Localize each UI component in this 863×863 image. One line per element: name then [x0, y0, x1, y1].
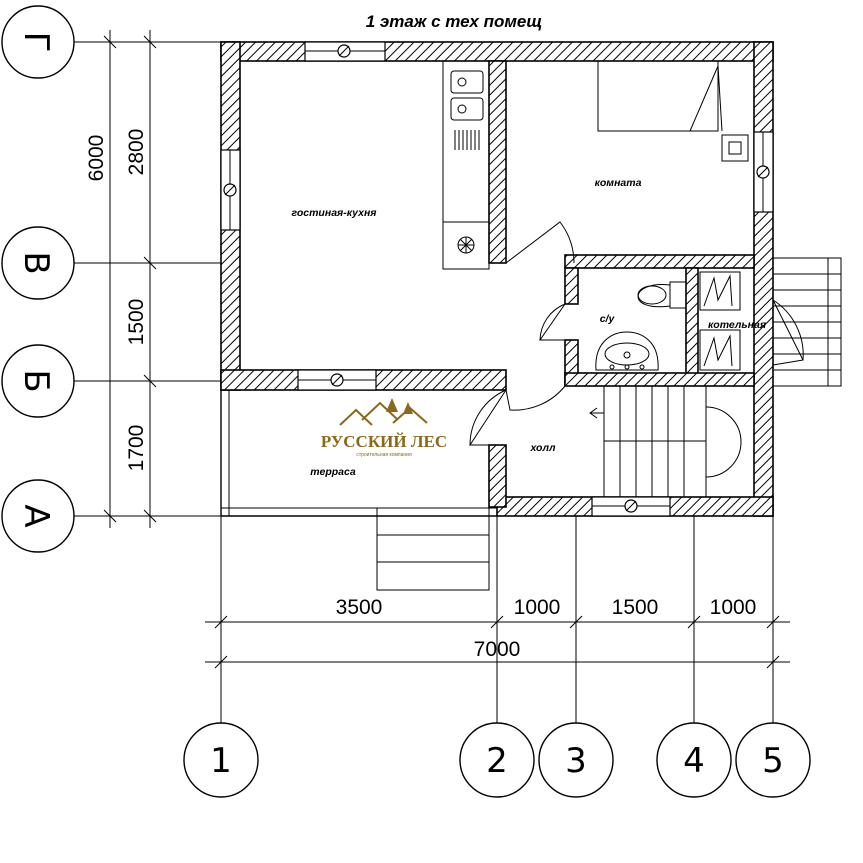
axis-label-v: В — [16, 251, 56, 274]
dim-horizontal-total: 7000 — [474, 638, 521, 661]
axis-label-a: А — [16, 504, 56, 527]
interior-staircase — [589, 385, 742, 498]
dim-vertical-2800: 2800 — [125, 129, 148, 176]
dim-horizontal-3500: 3500 — [336, 596, 383, 619]
bathroom-fixtures — [595, 281, 687, 371]
windows — [220, 41, 774, 517]
kitchen-counter — [442, 60, 490, 270]
axis-label-b: Б — [16, 369, 56, 392]
dim-horizontal-1500: 1500 — [612, 596, 659, 619]
outside-stair — [772, 257, 842, 387]
column-axes — [183, 516, 811, 798]
room-label-living-kitchen: гостиная-кухня — [292, 207, 377, 219]
room-label-hall: холл — [529, 442, 556, 454]
dim-horizontal-1000-a: 1000 — [514, 596, 561, 619]
dim-vertical-total: 6000 — [85, 135, 108, 182]
room-label-bedroom: комната — [595, 177, 642, 189]
axis-label-2: 2 — [486, 741, 508, 781]
company-logo: РУССКИЙ ЛЕС строительная компания — [321, 398, 447, 458]
logo-name: РУССКИЙ ЛЕС — [321, 432, 447, 451]
row-axes: Г В Б А — [1, 5, 222, 553]
walls — [220, 41, 774, 517]
room-label-terrace: терраса — [310, 466, 356, 478]
bed — [597, 60, 749, 162]
logo-tagline: строительная компания — [356, 452, 412, 458]
axis-label-4: 4 — [683, 741, 705, 781]
dim-horizontal-1000-b: 1000 — [710, 596, 757, 619]
dim-vertical-1700: 1700 — [125, 425, 148, 472]
axis-label-5: 5 — [762, 741, 784, 781]
terrace-outline — [220, 390, 497, 591]
axis-label-g: Г — [16, 32, 56, 53]
room-label-boiler: котельная — [708, 319, 766, 331]
axis-label-1: 1 — [210, 741, 232, 781]
dim-vertical-1500: 1500 — [125, 299, 148, 346]
room-label-bathroom: с/у — [600, 313, 616, 325]
doors — [469, 221, 804, 446]
boiler-units — [699, 271, 741, 371]
plan-title: 1 этаж с тех помещ — [366, 12, 543, 31]
axis-label-3: 3 — [565, 741, 587, 781]
